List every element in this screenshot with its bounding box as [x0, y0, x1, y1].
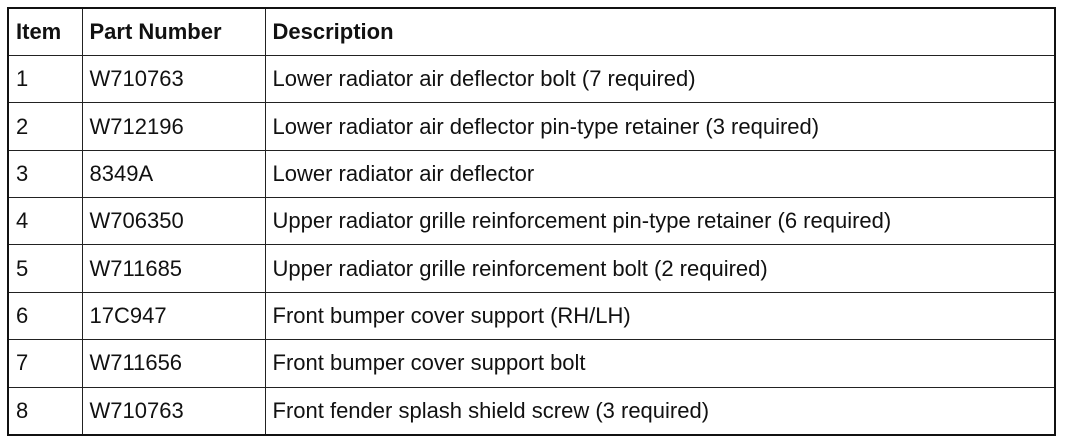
cell-item: 8	[7, 386, 83, 436]
cell-part-number: 17C947	[81, 291, 266, 341]
table-row: 7 W711656 Front bumper cover support bol…	[7, 339, 1056, 388]
header-part-number: Part Number	[81, 7, 266, 56]
cell-description: Front fender splash shield screw (3 requ…	[264, 386, 1056, 436]
table-row: 5 W711685 Upper radiator grille reinforc…	[7, 244, 1056, 293]
header-row: Item Part Number Description	[7, 7, 1056, 56]
header-item: Item	[7, 7, 83, 56]
cell-description: Upper radiator grille reinforcement bolt…	[264, 244, 1056, 293]
cell-description: Upper radiator grille reinforcement pin-…	[264, 197, 1056, 246]
header-description: Description	[264, 7, 1056, 56]
cell-part-number: W710763	[81, 386, 266, 436]
table-row: 6 17C947 Front bumper cover support (RH/…	[7, 291, 1056, 341]
table-row: 4 W706350 Upper radiator grille reinforc…	[7, 197, 1056, 246]
cell-description: Front bumper cover support bolt	[264, 339, 1056, 388]
cell-description: Lower radiator air deflector	[264, 149, 1056, 199]
table-row: 3 8349A Lower radiator air deflector	[7, 149, 1056, 199]
cell-part-number: W706350	[81, 197, 266, 246]
cell-item: 3	[7, 149, 83, 199]
cell-item: 7	[7, 339, 83, 388]
cell-item: 1	[7, 54, 83, 104]
cell-part-number: W710763	[81, 54, 266, 104]
cell-item: 4	[7, 197, 83, 246]
table-row: 1 W710763 Lower radiator air deflector b…	[7, 54, 1056, 104]
cell-part-number: 8349A	[81, 149, 266, 199]
table-row: 2 W712196 Lower radiator air deflector p…	[7, 102, 1056, 151]
cell-part-number: W712196	[81, 102, 266, 151]
parts-table: Item Part Number Description 1 W710763 L…	[7, 7, 1056, 436]
cell-part-number: W711656	[81, 339, 266, 388]
table-body: 1 W710763 Lower radiator air deflector b…	[7, 54, 1056, 436]
cell-item: 6	[7, 291, 83, 341]
cell-description: Front bumper cover support (RH/LH)	[264, 291, 1056, 341]
cell-item: 5	[7, 244, 83, 293]
table-row: 8 W710763 Front fender splash shield scr…	[7, 386, 1056, 436]
cell-description: Lower radiator air deflector bolt (7 req…	[264, 54, 1056, 104]
cell-description: Lower radiator air deflector pin-type re…	[264, 102, 1056, 151]
cell-item: 2	[7, 102, 83, 151]
table-header: Item Part Number Description	[7, 7, 1056, 56]
cell-part-number: W711685	[81, 244, 266, 293]
